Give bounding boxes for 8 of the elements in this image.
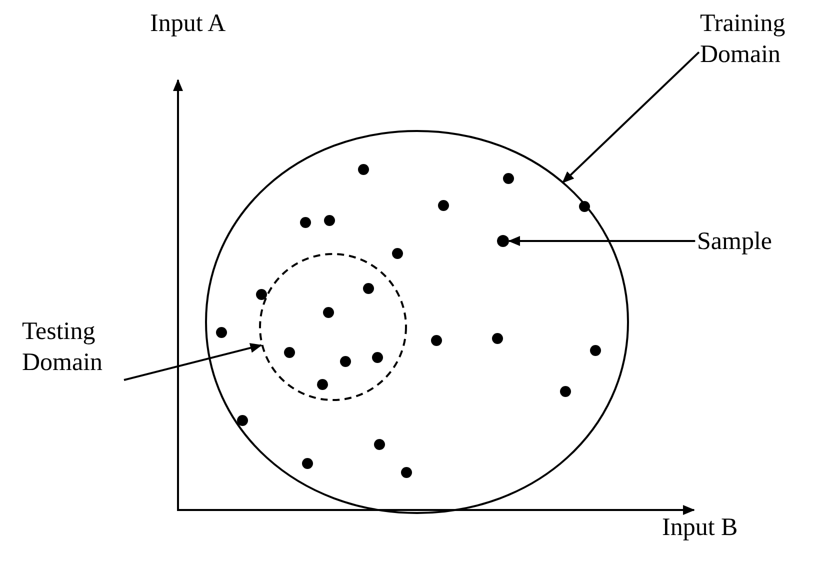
leader-arrow [508, 236, 696, 246]
callout-label: Training Domain [700, 8, 804, 72]
leader-arrow [562, 51, 700, 184]
callout-label: Sample [697, 226, 789, 258]
leader-arrow [124, 343, 262, 381]
axis-label: Input B [662, 513, 738, 543]
axis-label: Input A [150, 9, 226, 39]
callout-label: Testing Domain [22, 316, 122, 380]
